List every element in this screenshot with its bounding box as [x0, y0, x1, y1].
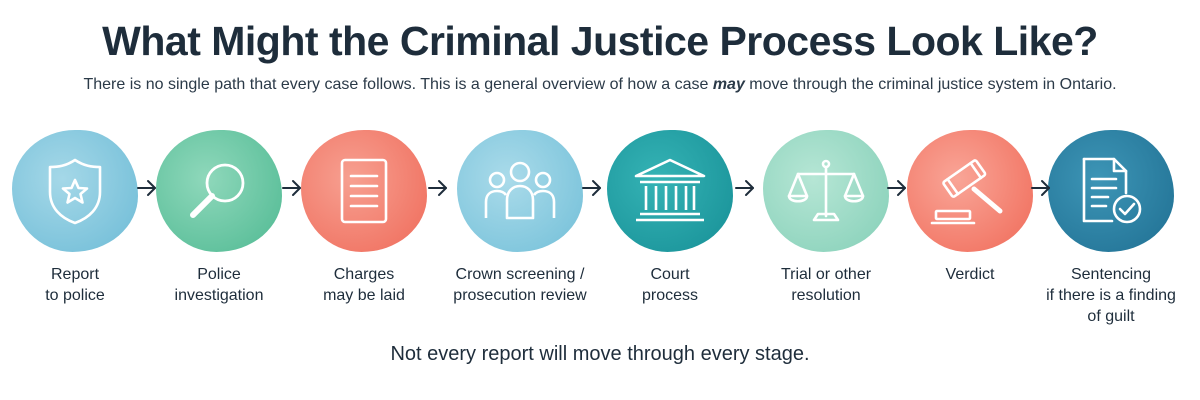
police-badge-icon — [48, 158, 102, 225]
step-charges-may-be-laid: Charges may be laid — [284, 130, 444, 306]
step-icon-circle — [1048, 130, 1174, 252]
subtitle-text-start: There is no single path that every case … — [83, 76, 713, 93]
step-icon-circle — [301, 130, 427, 252]
step-trial-or-other-resolution: Trial or other resolution — [746, 130, 906, 306]
subtitle-emphasis: may — [712, 76, 745, 93]
arrow-right-icon — [1031, 180, 1050, 196]
arrow-right-icon — [137, 180, 156, 196]
step-sentencing: Sentencing if there is a finding of guil… — [1031, 130, 1191, 327]
page-subtitle: There is no single path that every case … — [0, 76, 1200, 94]
step-label: Charges may be laid — [323, 266, 405, 304]
magnifying-glass-icon — [190, 163, 245, 218]
arrow-right-icon — [582, 180, 601, 196]
step-label: Verdict — [945, 266, 995, 283]
step-icon-circle — [907, 130, 1033, 252]
step-label: Trial or other resolution — [780, 266, 872, 304]
step-report-to-police: Report to police — [0, 130, 155, 306]
step-verdict: Verdict — [890, 130, 1050, 285]
page-title: What Might the Criminal Justice Process … — [102, 18, 1098, 64]
arrow-right-icon — [887, 180, 906, 196]
step-icon-circle — [156, 130, 282, 252]
gavel-icon — [930, 159, 1003, 225]
arrow-right-icon — [735, 180, 754, 196]
document-check-icon — [1082, 157, 1142, 224]
step-court-process: Court process — [590, 130, 750, 306]
step-icon-circle — [763, 130, 889, 252]
footer-note: Not every report will move through every… — [390, 343, 810, 365]
step-label: Police investigation — [174, 266, 264, 304]
step-icon-circle — [12, 130, 138, 252]
step-police-investigation: Police investigation — [139, 130, 299, 306]
step-label: Crown screening / prosecution review — [453, 266, 587, 304]
step-icon-circle — [607, 130, 733, 252]
arrow-right-icon — [282, 180, 301, 196]
courthouse-icon — [634, 158, 706, 222]
step-label: Court process — [641, 266, 699, 304]
subtitle-text-end: move through the criminal justice system… — [744, 76, 1117, 93]
step-label: Sentencing if there is a finding of guil… — [1046, 266, 1176, 325]
people-group-icon — [484, 161, 556, 220]
scales-icon — [787, 159, 865, 222]
arrow-right-icon — [428, 180, 447, 196]
document-icon — [340, 158, 388, 224]
step-label: Report to police — [45, 266, 105, 304]
step-icon-circle — [457, 130, 583, 252]
step-crown-screening: Crown screening / prosecution review — [440, 130, 600, 306]
